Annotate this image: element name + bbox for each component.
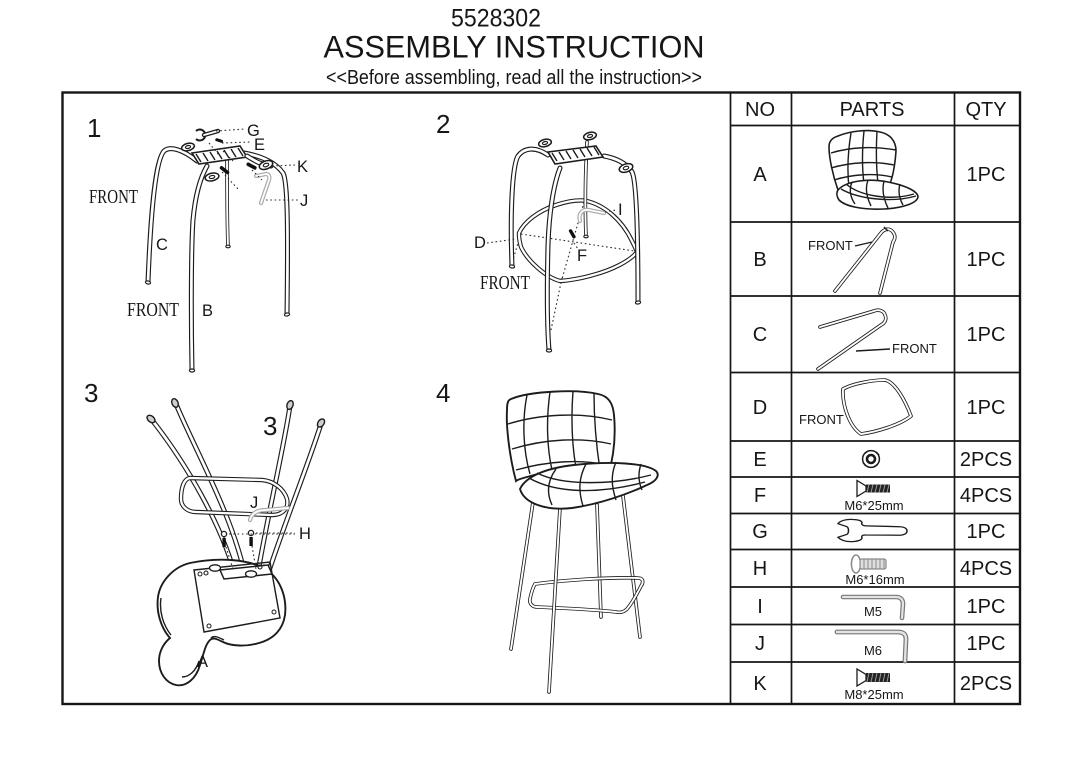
svg-text:4PCS: 4PCS [960,485,1012,507]
svg-text:B: B [753,249,766,271]
svg-text:J: J [300,192,308,210]
svg-text:4PCS: 4PCS [960,558,1012,580]
svg-text:J: J [755,633,765,655]
svg-text:1PC: 1PC [967,521,1006,543]
svg-text:F: F [577,247,587,265]
svg-text:NO: NO [745,99,775,121]
svg-text:1PC: 1PC [967,596,1006,618]
svg-text:C: C [156,236,168,254]
svg-text:M5: M5 [864,604,882,619]
svg-text:1PC: 1PC [967,633,1006,655]
svg-text:M6*25mm: M6*25mm [844,498,903,513]
svg-text:FRONT: FRONT [799,412,844,427]
svg-text:K: K [753,673,767,695]
svg-text:5528302: 5528302 [451,5,541,33]
svg-text:A: A [753,164,767,186]
svg-text:K: K [297,158,308,176]
svg-text:2PCS: 2PCS [960,673,1012,695]
svg-text:D: D [753,397,767,419]
svg-text:A: A [197,653,208,671]
svg-text:F: F [754,485,766,507]
svg-text:B: B [202,302,213,320]
svg-text:ASSEMBLY INSTRUCTION: ASSEMBLY INSTRUCTION [324,29,705,65]
svg-text:FRONT: FRONT [808,238,853,253]
svg-text:E: E [254,136,265,154]
svg-text:M6*16mm: M6*16mm [845,572,904,587]
svg-text:1PC: 1PC [967,249,1006,271]
svg-text:G: G [247,122,260,140]
svg-text:4: 4 [436,378,450,408]
svg-text:FRONT: FRONT [892,341,937,356]
svg-text:3: 3 [263,411,277,441]
svg-text:M8*25mm: M8*25mm [844,687,903,702]
svg-text:2: 2 [436,109,450,139]
svg-text:FRONT: FRONT [89,186,138,208]
svg-text:PARTS: PARTS [840,99,905,121]
svg-text:2PCS: 2PCS [960,449,1012,471]
svg-text:J: J [250,494,258,512]
svg-text:1: 1 [87,113,101,143]
svg-text:E: E [753,449,766,471]
svg-text:FRONT: FRONT [127,299,179,321]
svg-text:1PC: 1PC [967,164,1006,186]
svg-text:3: 3 [84,378,98,408]
svg-text:C: C [753,324,767,346]
svg-text:G: G [752,521,768,543]
svg-text:H: H [299,525,311,543]
svg-text:<<Before assembling, read all: <<Before assembling, read all the instru… [326,67,702,89]
svg-text:1PC: 1PC [967,324,1006,346]
svg-text:1PC: 1PC [967,397,1006,419]
svg-text:QTY: QTY [965,99,1006,121]
svg-text:D: D [474,234,486,252]
svg-text:FRONT: FRONT [480,272,530,294]
svg-text:H: H [753,558,767,580]
svg-text:I: I [618,201,623,219]
svg-text:M6: M6 [864,643,882,658]
svg-text:I: I [757,596,763,618]
